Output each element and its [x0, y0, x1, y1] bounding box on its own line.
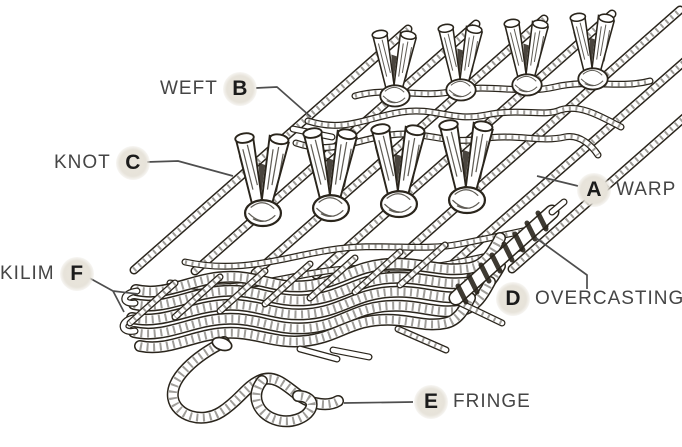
leader-overcasting — [535, 237, 588, 289]
badge-c: C — [115, 146, 150, 180]
overcasting-wrap — [456, 202, 564, 302]
label-knot: KNOT C — [54, 146, 150, 180]
leader-lines — [83, 86, 588, 404]
fringe-ropes — [173, 335, 369, 421]
label-weft: WEFT B — [160, 72, 257, 106]
label-overcasting: D OVERCASTING — [496, 282, 682, 316]
leader-kilim — [83, 274, 139, 313]
badge-a: A — [577, 173, 611, 207]
badge-d: D — [496, 282, 530, 316]
label-knot-text: KNOT — [54, 152, 111, 173]
leader-warp — [536, 175, 579, 187]
label-kilim: KILIM F — [0, 257, 94, 291]
label-warp-text: WARP — [616, 179, 677, 200]
label-fringe-text: FRINGE — [453, 391, 531, 412]
leader-knot — [146, 160, 234, 177]
leader-fringe — [343, 401, 414, 404]
label-kilim-text: KILIM — [0, 263, 55, 284]
badge-e: E — [414, 385, 448, 419]
label-warp: A WARP — [577, 173, 676, 207]
badge-f: F — [59, 257, 94, 291]
label-overcasting-text: OVERCASTING — [535, 288, 682, 309]
leader-weft — [255, 86, 312, 118]
label-weft-text: WEFT — [160, 78, 218, 99]
badge-b: B — [222, 72, 257, 106]
label-fringe: E FRINGE — [414, 385, 531, 419]
